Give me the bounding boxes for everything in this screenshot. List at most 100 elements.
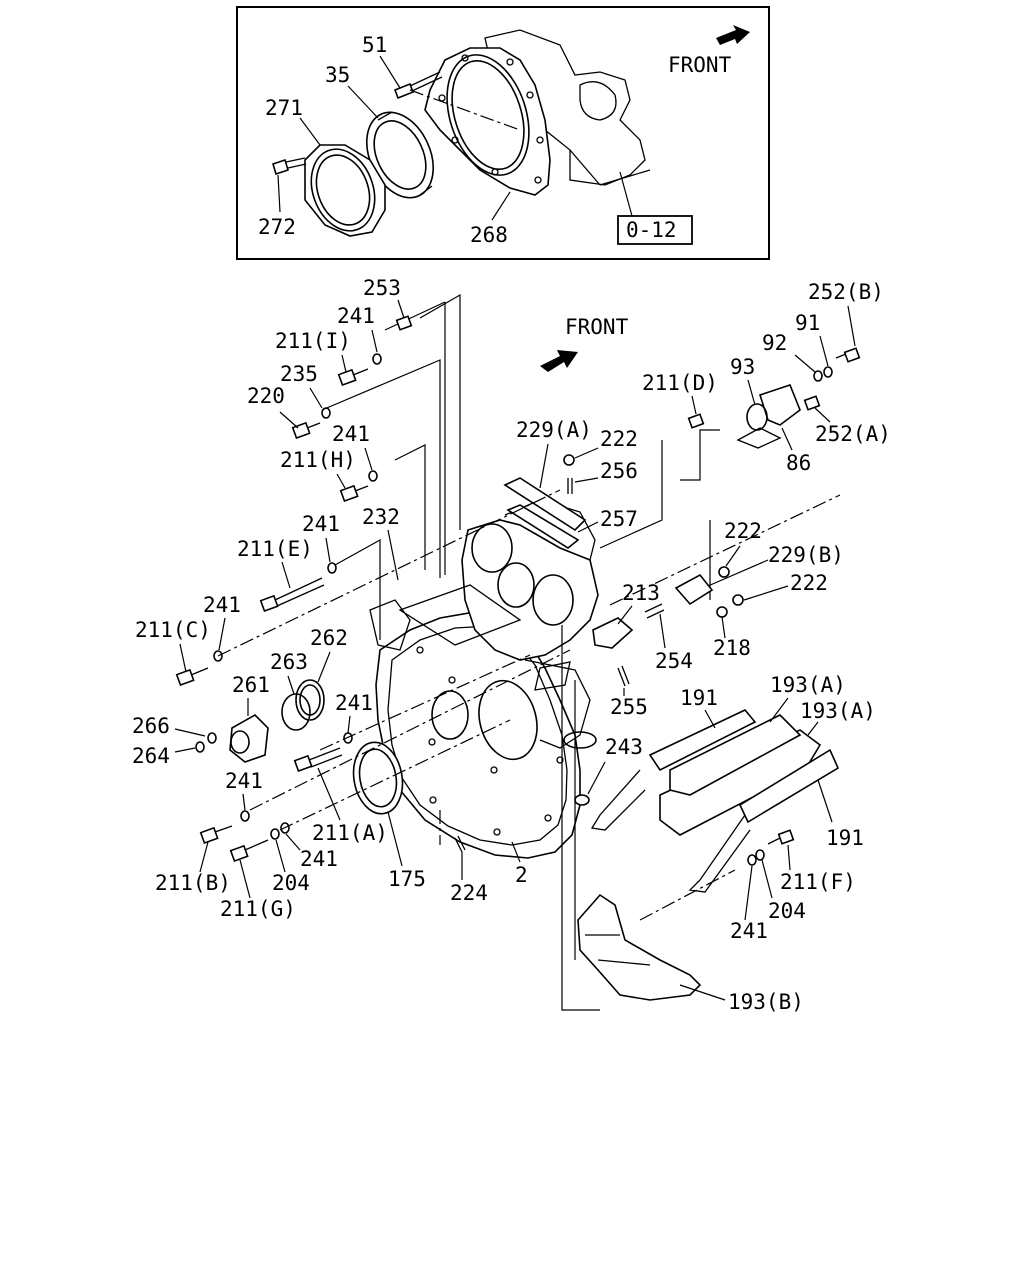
label-257: 257 — [600, 507, 638, 531]
ring-243 — [574, 794, 590, 806]
label-211d: 211(D) — [642, 371, 718, 395]
label-255: 255 — [610, 695, 648, 719]
label-261: 261 — [232, 673, 270, 697]
label-92: 92 — [762, 331, 787, 355]
bolt-211b — [199, 825, 233, 845]
bolt-220 — [291, 421, 321, 440]
centerline-upper — [609, 494, 841, 606]
main-front-label: FRONT — [565, 315, 629, 339]
bolt-252b — [835, 347, 861, 363]
label-193a2: 193(A) — [800, 699, 876, 723]
bolt-211c — [175, 667, 209, 687]
inset-frame — [236, 6, 770, 260]
label-211f: 211(F) — [780, 870, 856, 894]
frame-line-253 — [419, 293, 461, 530]
bracket-229b — [674, 573, 714, 606]
label-191a: 191 — [680, 686, 718, 710]
label-252b: 252(B) — [808, 280, 884, 304]
label-193b: 193(B) — [728, 990, 804, 1014]
label-204b: 204 — [768, 899, 806, 923]
centerline-211c — [217, 489, 561, 657]
ref-box — [617, 215, 693, 245]
stud-256 — [567, 478, 573, 494]
cover-193b — [577, 893, 702, 1001]
bolt-51 — [393, 71, 443, 100]
inset-label-271: 271 — [265, 96, 303, 120]
label-262: 262 — [310, 626, 348, 650]
centerline-241 — [279, 719, 511, 831]
inset-label-268: 268 — [470, 223, 508, 247]
inset-label-35: 35 — [325, 63, 350, 87]
inset-label-272: 272 — [258, 215, 296, 239]
label-213: 213 — [622, 581, 660, 605]
label-241e: 241 — [335, 691, 373, 715]
pump-261 — [229, 714, 269, 763]
centerline-211b — [249, 649, 571, 811]
inset-label-51: 51 — [362, 33, 387, 57]
bolt-272 — [272, 157, 307, 176]
label-193a1: 193(A) — [770, 673, 846, 697]
label-263: 263 — [270, 650, 308, 674]
bolt-211g — [229, 839, 269, 863]
label-211h: 211(H) — [280, 448, 356, 472]
label-191b: 191 — [826, 826, 864, 850]
cover-229a — [503, 477, 587, 549]
bolt-252a — [803, 395, 821, 411]
label-254: 254 — [655, 649, 693, 673]
bolt-211a — [293, 747, 343, 773]
label-211a: 211(A) — [312, 821, 388, 845]
label-91: 91 — [795, 311, 820, 335]
bolt-211i — [337, 368, 369, 387]
washers — [195, 353, 833, 866]
label-222a: 222 — [600, 427, 638, 451]
label-93: 93 — [730, 355, 755, 379]
label-241h: 241 — [730, 919, 768, 943]
label-218: 218 — [713, 636, 751, 660]
bolt-211e — [259, 577, 325, 613]
label-2: 2 — [515, 863, 528, 887]
label-211b: 211(B) — [155, 871, 231, 895]
label-243: 243 — [605, 735, 643, 759]
stud-213 — [644, 603, 665, 619]
seal-cover-271 — [304, 144, 386, 237]
label-220: 220 — [247, 384, 285, 408]
cover-213 — [592, 617, 634, 649]
ring-263 — [281, 693, 311, 731]
label-252a: 252(A) — [815, 422, 891, 446]
inset-centerline — [409, 89, 521, 131]
label-241b: 241 — [332, 422, 370, 446]
label-241c: 241 — [302, 512, 340, 536]
label-204a: 204 — [272, 871, 310, 895]
label-241f: 241 — [225, 769, 263, 793]
label-211e: 211(E) — [237, 537, 313, 561]
label-211i: 211(I) — [275, 329, 351, 353]
main-front-arrow-icon — [540, 350, 578, 372]
ref-box-text: 0-12 — [626, 218, 677, 242]
label-175: 175 — [388, 867, 426, 891]
label-211c: 211(C) — [135, 618, 211, 642]
front-arrow-icon — [716, 25, 750, 45]
stud-255 — [617, 665, 630, 687]
bolt-211h — [339, 484, 369, 503]
label-229b: 229(B) — [768, 543, 844, 567]
flange-86 — [736, 384, 801, 449]
label-241g: 241 — [300, 847, 338, 871]
label-235: 235 — [280, 362, 318, 386]
label-224: 224 — [450, 881, 488, 905]
label-253: 253 — [363, 276, 401, 300]
bolt-211d — [687, 413, 705, 429]
bolt-211f — [767, 829, 795, 845]
label-222b: 222 — [724, 519, 762, 543]
label-229a: 229(A) — [516, 418, 592, 442]
oil-seal-35 — [366, 111, 434, 199]
centerline-lower — [639, 869, 736, 921]
label-222c: 222 — [790, 571, 828, 595]
centerline-211a — [319, 654, 531, 751]
label-241d: 241 — [203, 593, 241, 617]
label-266: 266 — [132, 714, 170, 738]
label-264: 264 — [132, 744, 170, 768]
label-232: 232 — [362, 505, 400, 529]
label-256: 256 — [600, 459, 638, 483]
bolt-253 — [395, 315, 413, 331]
